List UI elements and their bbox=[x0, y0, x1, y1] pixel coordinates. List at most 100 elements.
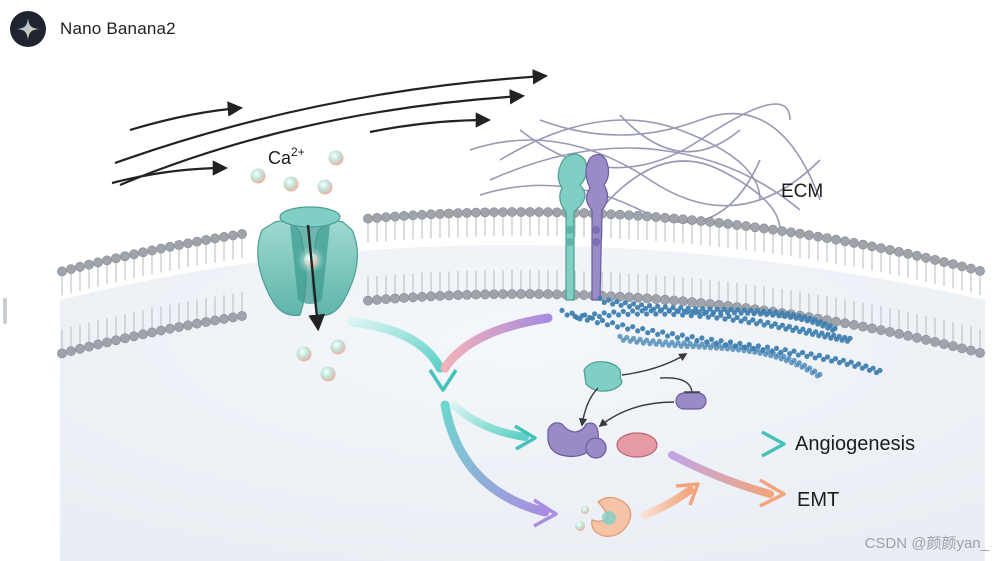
signaling-protein-purple-small[interactable] bbox=[675, 392, 707, 410]
lipid-head bbox=[183, 238, 193, 249]
actin-bead bbox=[807, 365, 813, 371]
actin-bead bbox=[804, 353, 810, 359]
lipid-head bbox=[66, 346, 76, 356]
actin-bead bbox=[669, 331, 676, 337]
actin-bead bbox=[596, 313, 603, 320]
actin-bead bbox=[564, 312, 570, 318]
outcome-arrows bbox=[668, 430, 786, 508]
actin-bead bbox=[734, 314, 740, 321]
actin-bead bbox=[643, 305, 649, 311]
lipid-head bbox=[768, 224, 778, 235]
actin-bead bbox=[721, 306, 727, 312]
mechanosensitive-ion-channel[interactable] bbox=[257, 206, 358, 332]
lipid-head bbox=[822, 233, 832, 244]
actin-bead bbox=[650, 338, 656, 344]
actin-bead bbox=[832, 356, 839, 362]
shear-flow-arrows bbox=[111, 69, 549, 187]
actin-bead bbox=[651, 306, 657, 312]
actin-bead bbox=[796, 313, 802, 319]
actin-bead bbox=[703, 309, 710, 315]
actin-bead bbox=[772, 321, 778, 327]
actin-bead bbox=[725, 310, 731, 316]
lipid-head bbox=[84, 259, 94, 270]
lipid-head bbox=[804, 230, 814, 241]
lipid-head bbox=[948, 341, 958, 352]
actin-bead bbox=[718, 309, 724, 316]
lipid-head bbox=[444, 208, 454, 219]
lipid-head bbox=[201, 317, 211, 327]
lipid-head bbox=[480, 289, 490, 300]
lipid-head bbox=[228, 312, 238, 323]
actin-bead bbox=[735, 307, 741, 313]
lipid-head bbox=[840, 236, 850, 247]
lipid-head bbox=[615, 209, 625, 220]
actin-bead bbox=[630, 335, 637, 342]
actin-bead bbox=[852, 363, 858, 369]
lipid-head bbox=[921, 334, 931, 345]
lipid-head bbox=[363, 295, 373, 306]
actin-bead bbox=[622, 300, 628, 306]
actin-bead bbox=[611, 309, 617, 315]
scrollbar-handle[interactable] bbox=[3, 298, 7, 324]
actin-bead bbox=[693, 305, 699, 312]
actin-bead bbox=[782, 347, 788, 353]
lipid-head bbox=[579, 290, 589, 300]
actin-bead bbox=[594, 320, 601, 326]
lipid-head bbox=[210, 233, 220, 244]
flow-arrow bbox=[114, 69, 549, 165]
actin-bead bbox=[714, 306, 720, 312]
regulatory-arrows bbox=[578, 353, 700, 428]
actin-bead bbox=[761, 322, 767, 328]
lipid-head bbox=[795, 228, 805, 239]
actin-bead bbox=[688, 313, 694, 319]
actin-bead bbox=[662, 304, 669, 310]
lipid-head bbox=[975, 347, 985, 358]
actin-bead bbox=[749, 346, 755, 352]
lipid-head bbox=[552, 289, 562, 300]
integrin-receptor[interactable] bbox=[557, 153, 610, 301]
actin-bead bbox=[791, 357, 797, 363]
actin-bead bbox=[822, 321, 828, 327]
lipid-head bbox=[552, 207, 562, 218]
signaling-protein-pink[interactable] bbox=[616, 432, 658, 458]
lipid-head bbox=[894, 246, 904, 257]
lipid-head bbox=[903, 248, 913, 259]
actin-bead bbox=[767, 308, 773, 315]
lipid-head bbox=[507, 207, 517, 217]
actin-bead bbox=[817, 371, 823, 377]
signaling-complex-purple[interactable] bbox=[547, 422, 607, 459]
actin-bead bbox=[773, 345, 780, 351]
actin-bead bbox=[877, 367, 883, 373]
actin-bead bbox=[669, 339, 675, 345]
actin-bead bbox=[856, 361, 862, 367]
lipid-head bbox=[876, 325, 886, 336]
actin-bead bbox=[599, 317, 606, 324]
signaling-protein-teal[interactable] bbox=[583, 361, 623, 392]
sparkle-icon[interactable] bbox=[10, 11, 46, 47]
actin-bead bbox=[605, 297, 612, 303]
effector-protein-orange[interactable] bbox=[575, 496, 632, 537]
actin-bead bbox=[699, 335, 705, 341]
actin-bead bbox=[746, 319, 752, 326]
lipid-head bbox=[237, 229, 247, 239]
lipid-head bbox=[858, 239, 868, 250]
lipid-head bbox=[840, 318, 850, 329]
lipid-head bbox=[390, 293, 400, 304]
actin-bead bbox=[689, 309, 695, 315]
lipid-head bbox=[471, 207, 481, 218]
actin-bead bbox=[620, 322, 626, 328]
actin-bead bbox=[644, 311, 650, 317]
actin-bead bbox=[601, 299, 607, 305]
lipid-head bbox=[363, 213, 373, 224]
actin-bead bbox=[559, 307, 565, 313]
lipid-head bbox=[399, 211, 409, 221]
actin-bead bbox=[592, 311, 598, 317]
lipid-head bbox=[57, 348, 67, 359]
actin-bead bbox=[675, 340, 681, 346]
actin-bead bbox=[806, 327, 813, 334]
lipid-head bbox=[498, 207, 508, 218]
lipid-head bbox=[408, 292, 418, 303]
actin-bead bbox=[625, 326, 631, 332]
lipid-head bbox=[498, 289, 508, 300]
actin-bead bbox=[779, 322, 786, 328]
